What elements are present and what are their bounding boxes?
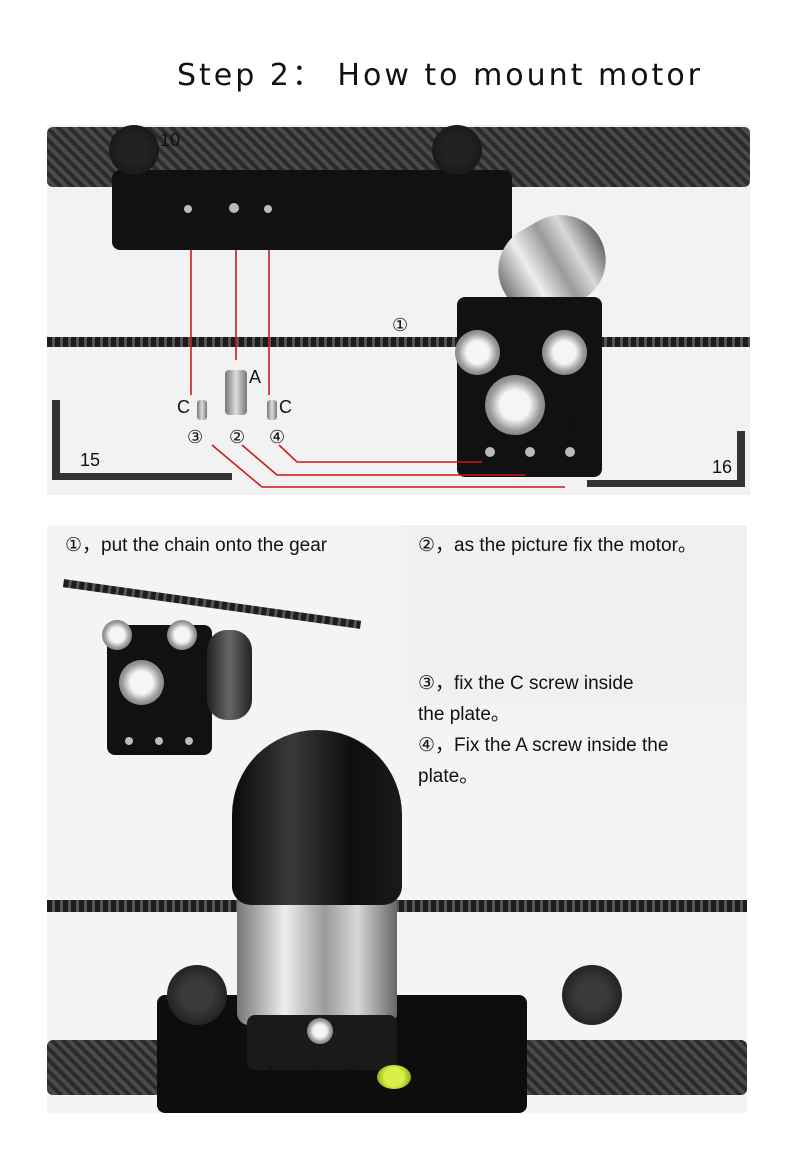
label-10: 10: [160, 130, 181, 150]
instruction-step-3-line-2: the plate。: [418, 704, 510, 725]
label-a: A: [249, 367, 262, 387]
instructions-panel: [407, 525, 747, 705]
assembly-photo: ③ ② ④: [47, 525, 747, 1113]
instruction-step-4-line-1: ④，Fix the A screw inside the: [418, 735, 669, 756]
instruction-step-4-line-2: plate。: [418, 766, 479, 787]
hex-wrench-15: [52, 400, 60, 480]
label-circle-2: ②: [229, 427, 246, 448]
label-c-left: C: [177, 397, 190, 417]
instruction-step-3-line-1: ③，fix the C screw inside: [418, 673, 634, 694]
motor-cap: [232, 730, 402, 905]
leader-lines: [190, 250, 565, 488]
timing-belt: [47, 337, 750, 347]
bottom-label-circle-4: ④: [345, 1060, 360, 1079]
mounting-diagram-photo: 10 ① A C C ③ ② ④ 9 15 16: [47, 125, 750, 495]
hex-wrench-16: [737, 431, 745, 486]
bottom-label-circle-2: ②: [307, 1060, 322, 1079]
label-9: 9: [565, 411, 576, 431]
instruction-step-1: ①，put the chain onto the gear: [65, 535, 328, 556]
label-circle-4: ④: [269, 427, 286, 448]
label-15: 15: [80, 450, 101, 470]
label-c-right: C: [279, 397, 292, 417]
bottom-label-circle-3: ③: [262, 1060, 277, 1079]
page-title: Step 2： How to mount motor: [176, 58, 704, 93]
label-circle-3: ③: [187, 427, 204, 448]
label-circle-1: ①: [392, 315, 409, 336]
label-16: 16: [712, 457, 733, 477]
carriage-plate: [112, 170, 512, 250]
instruction-step-2: ②，as the picture fix the motor。: [418, 535, 697, 556]
bottom-motor-body: [237, 885, 397, 1025]
